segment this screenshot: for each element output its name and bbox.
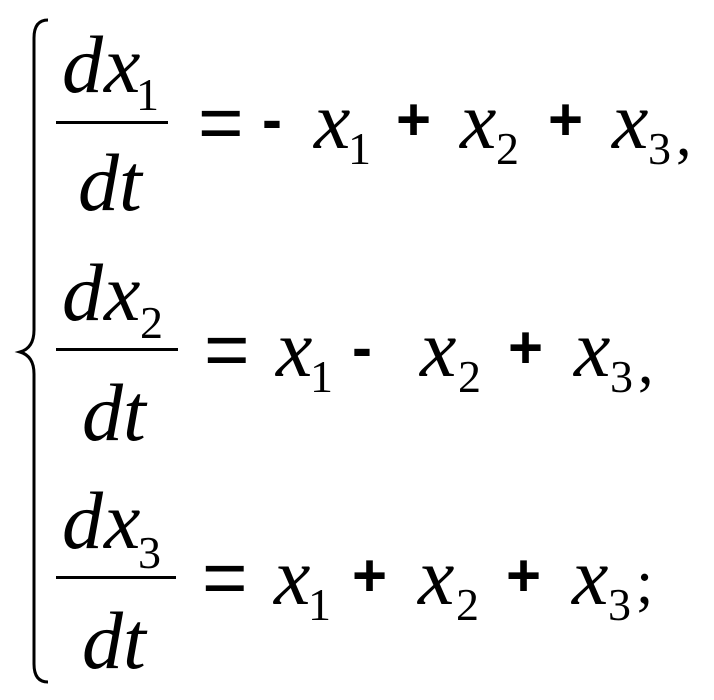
- eq1-fraction-bar: [56, 121, 168, 124]
- eq2-denominator: dt: [82, 367, 146, 458]
- eq3-term3-sign: +: [506, 542, 542, 609]
- eq3-term2-subscript: 2: [456, 579, 479, 630]
- eq2-term3-subscript: 3: [610, 351, 633, 402]
- eq2-term2-var: x: [420, 303, 457, 394]
- eq2-term1-var: x: [276, 303, 313, 394]
- eq3-numerator-var: x: [104, 475, 141, 566]
- eq1-numerator-var: x: [104, 19, 141, 110]
- eq2-equals: =: [204, 305, 250, 393]
- eq3-term3-subscript: 3: [608, 579, 631, 630]
- eq2-term1-subscript: 1: [310, 351, 333, 402]
- eq1-equals: =: [198, 78, 244, 166]
- eq2-term2-sign: -: [352, 314, 372, 381]
- eq3-fraction-bar: [56, 576, 176, 579]
- eq1-term1-subscript: 1: [348, 123, 371, 174]
- eq1-numerator-subscript: 1: [136, 69, 159, 120]
- eq1-term1-sign: -: [262, 86, 282, 153]
- eq3-denominator: dt: [82, 595, 146, 686]
- eq3-numerator-subscript: 3: [138, 527, 161, 578]
- eq2-end-punct: ,: [638, 329, 654, 397]
- eq2-fraction-bar: [56, 348, 178, 351]
- eq1-term3-sign: +: [548, 86, 584, 153]
- eq2-numerator-var: x: [104, 247, 141, 338]
- eq1-term2-var: x: [460, 75, 497, 166]
- eq3-term3-var: x: [572, 531, 609, 622]
- eq2-term2-subscript: 2: [458, 351, 481, 402]
- eq3-end-punct: ;: [636, 549, 654, 617]
- eq2-term3-var: x: [574, 303, 611, 394]
- eq1-denominator: dt: [78, 137, 142, 228]
- eq1-numerator-d: d: [62, 19, 103, 110]
- eq3-term2-sign: +: [352, 542, 388, 609]
- eq1-end-punct: ,: [676, 101, 692, 169]
- eq1-term1-var: x: [314, 75, 351, 166]
- eq1-term3-subscript: 3: [648, 123, 671, 174]
- eq3-equals: =: [202, 533, 248, 621]
- eq3-term1-var: x: [274, 531, 311, 622]
- eq1-term2-subscript: 2: [496, 123, 519, 174]
- eq3-term2-var: x: [418, 531, 455, 622]
- eq3-term1-subscript: 1: [308, 579, 331, 630]
- eq2-numerator-subscript: 2: [140, 297, 163, 348]
- eq1-term2-sign: +: [396, 86, 432, 153]
- eq2-term3-sign: +: [508, 314, 544, 381]
- eq1-term3-var: x: [612, 75, 649, 166]
- eq3-numerator-d: d: [62, 475, 103, 566]
- eq2-numerator-d: d: [62, 247, 103, 338]
